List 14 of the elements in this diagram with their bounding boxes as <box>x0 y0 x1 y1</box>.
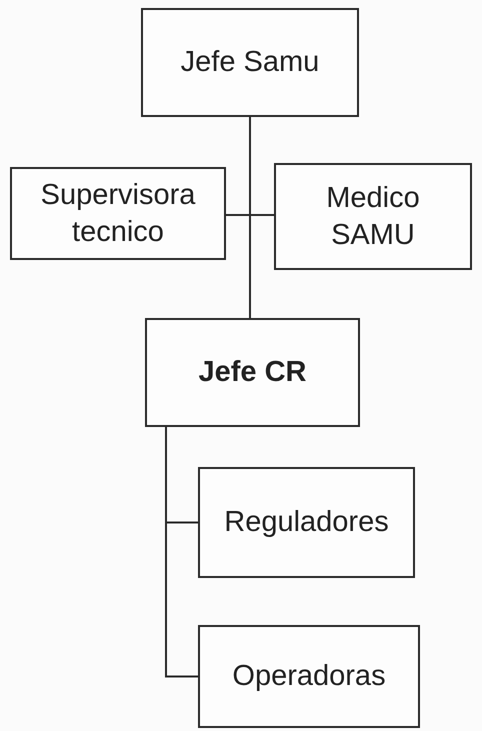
org-box <box>198 625 420 728</box>
connector-line <box>249 117 251 318</box>
box-label: Supervisora tecnico <box>40 178 196 250</box>
box-label: Jefe CR <box>198 355 306 390</box>
org-box <box>274 163 472 270</box>
org-box <box>10 167 226 260</box>
org-box <box>141 8 359 117</box>
org-box <box>198 467 415 578</box>
connector-line <box>165 427 198 678</box>
box-label: Reguladores <box>224 505 389 540</box>
box-label: Jefe Samu <box>180 45 320 80</box>
org-box <box>145 318 360 427</box>
box-label: Medico SAMU <box>325 181 421 252</box>
box-label: Operadoras <box>232 659 386 694</box>
